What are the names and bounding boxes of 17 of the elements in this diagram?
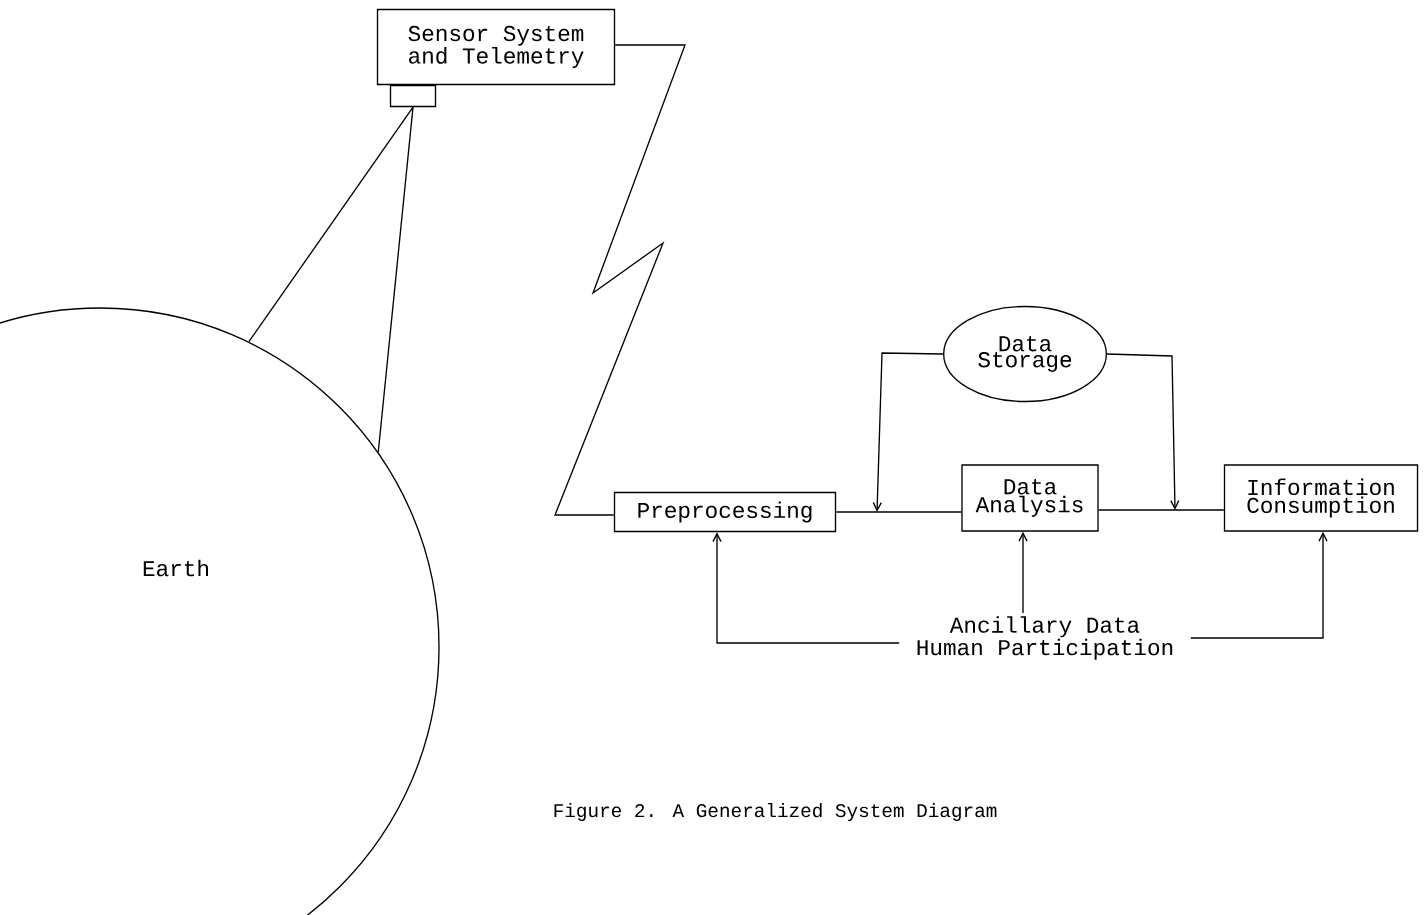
view-line [377, 106, 414, 453]
arrow [1018, 531, 1028, 614]
view-line [248, 106, 414, 343]
arrow [1106, 353, 1180, 510]
arrow [1190, 531, 1328, 639]
caption: Figure 2. A Generalized System Diagram [554, 803, 997, 822]
arrow [712, 532, 900, 644]
sensor-aperture [389, 84, 437, 108]
note-text: Ancillary Data Human Participation [917, 616, 1173, 660]
process-box: Preprocessing [613, 491, 837, 533]
process-box: Sensor System and Telemetry [376, 8, 616, 86]
connector-line [835, 511, 962, 513]
process-box: Data Analysis [961, 464, 1099, 532]
arrow [872, 352, 944, 512]
connector-line [1098, 509, 1225, 511]
signal-link [554, 44, 686, 516]
process-box: Information Consumption [1223, 464, 1419, 532]
